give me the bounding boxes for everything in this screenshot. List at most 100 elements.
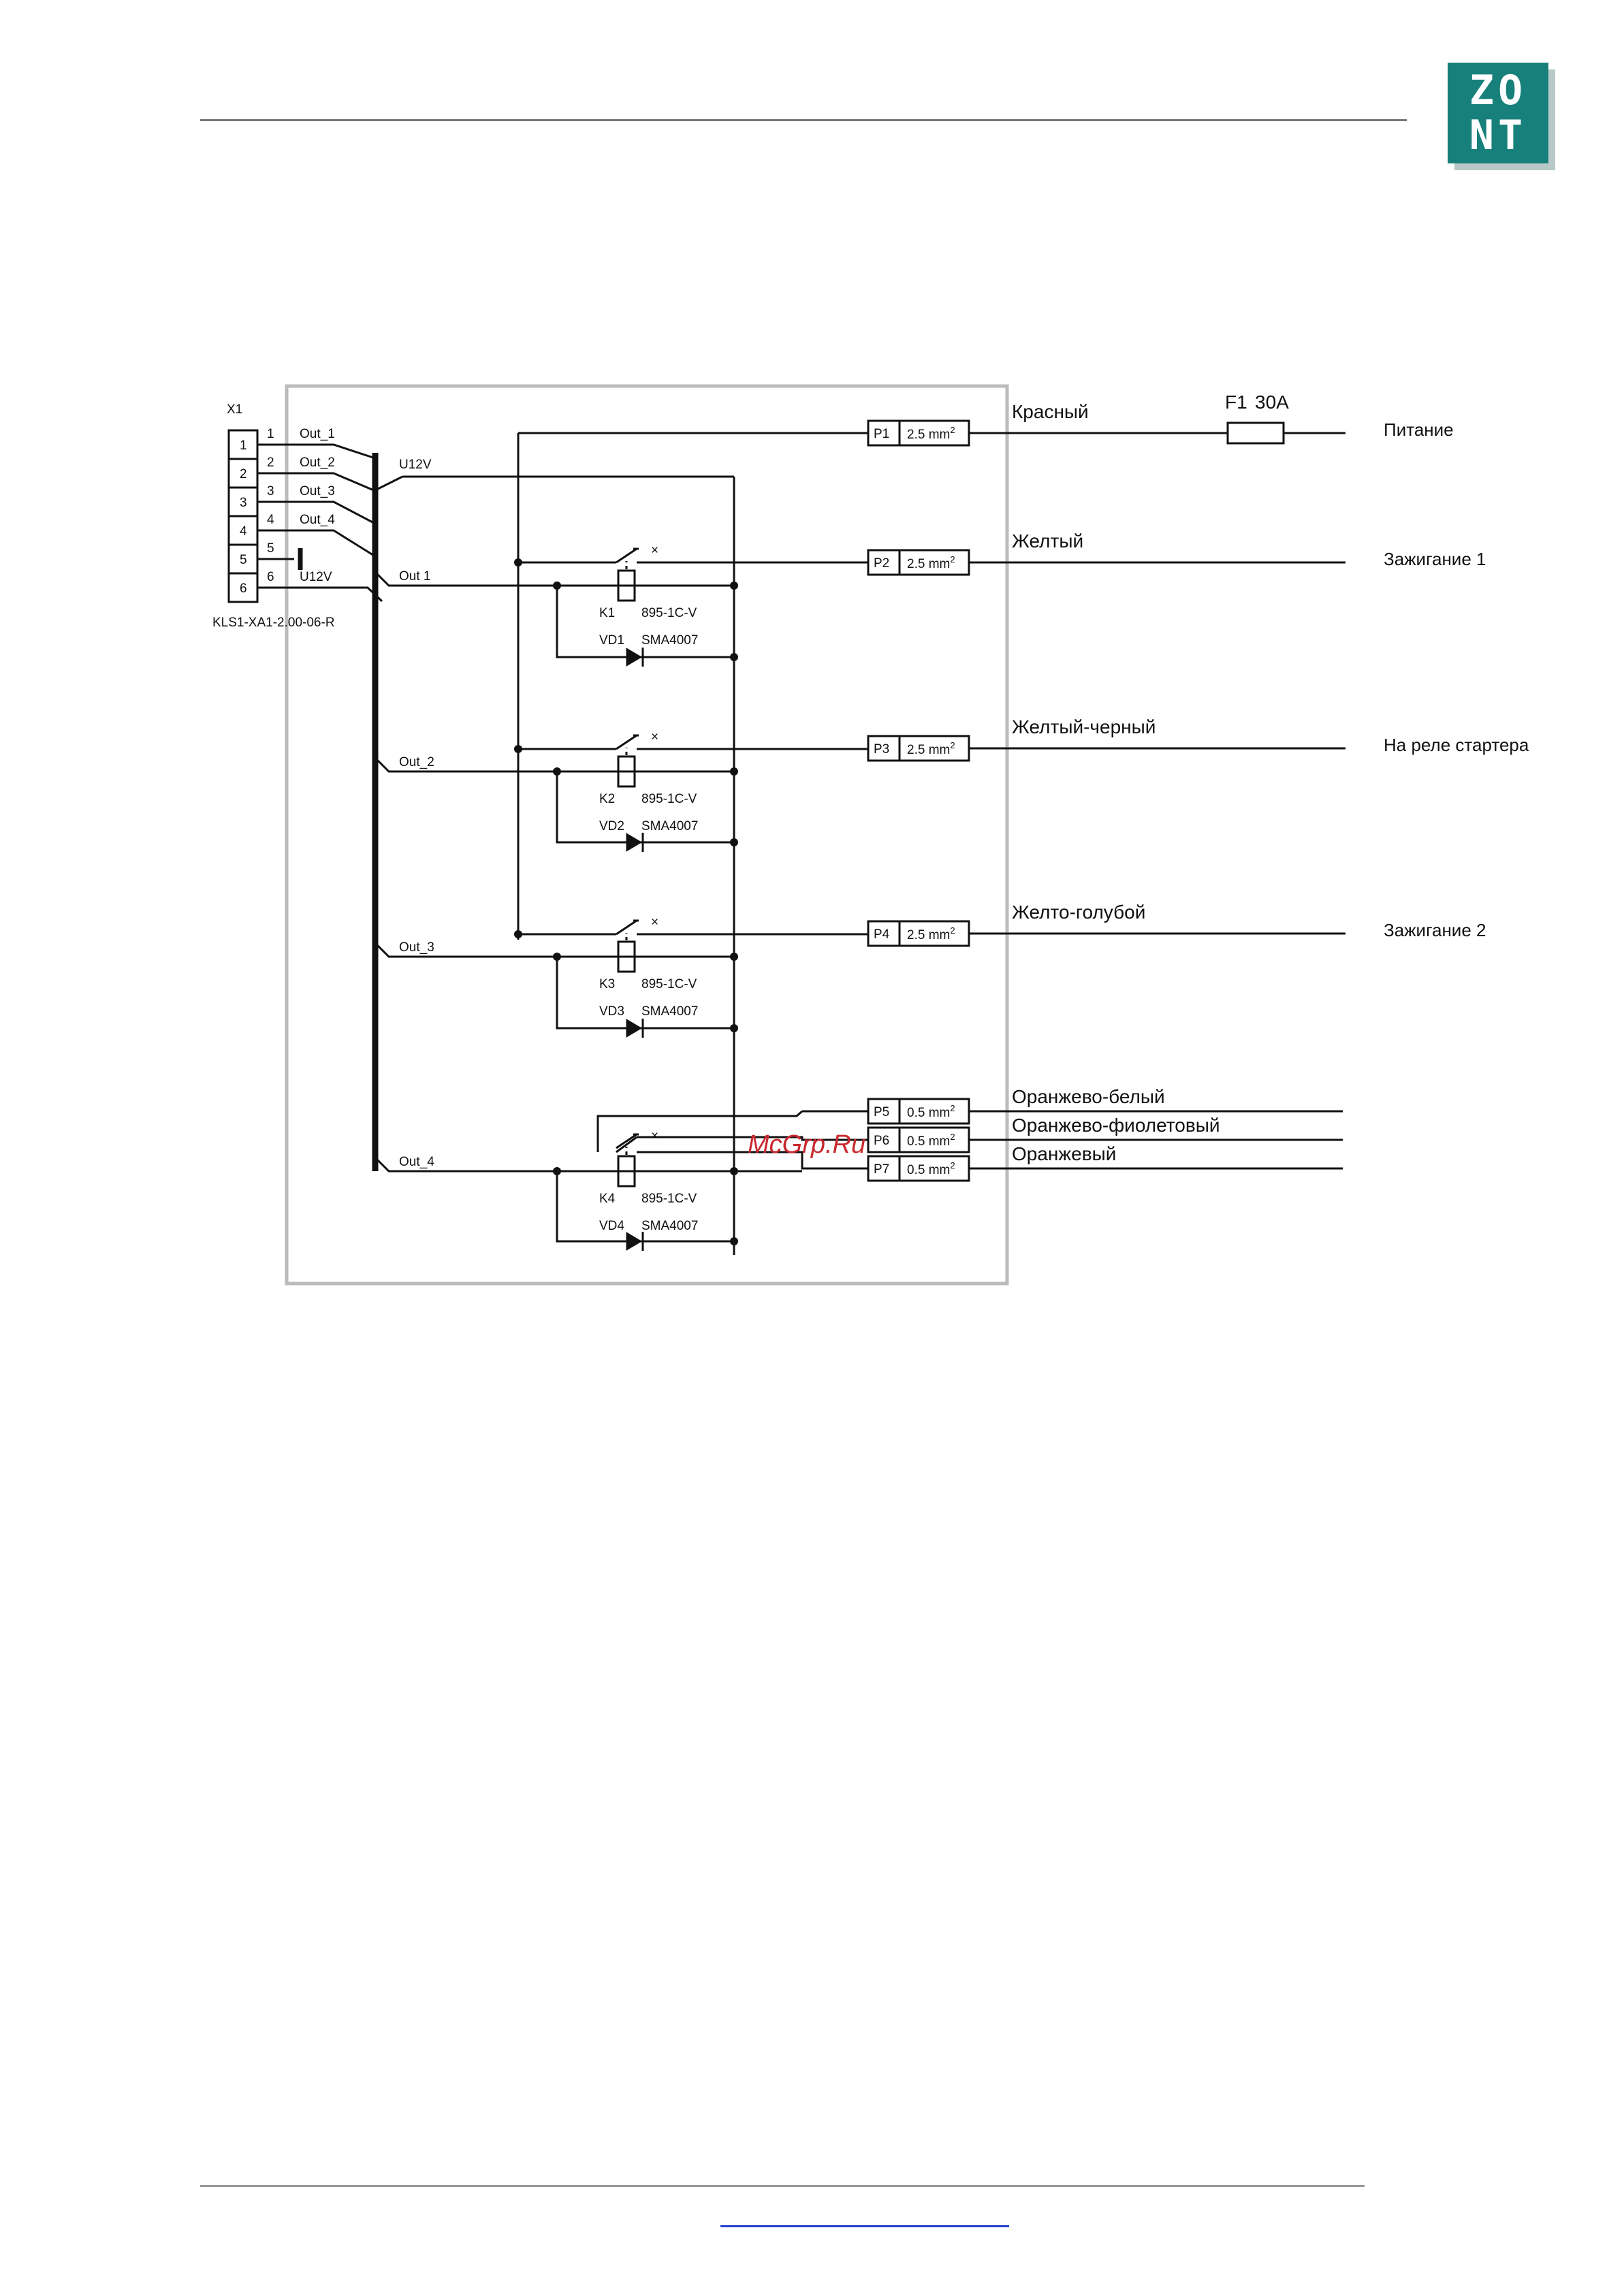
connector-bus-entry — [294, 472, 376, 492]
diode-symbol — [626, 1232, 642, 1251]
connector-net-label: Out_1 — [300, 427, 335, 441]
diode-part: SMA4007 — [641, 633, 698, 648]
relay-part: 895-1C-V — [641, 977, 697, 991]
diode-return-line — [556, 1171, 734, 1243]
k4-nc-line — [596, 1110, 803, 1152]
relay-contact-arm — [616, 919, 637, 936]
u12v-bus-entry-right — [375, 475, 403, 492]
output-pin-ref: P5 — [874, 1105, 889, 1119]
fuse-body — [1226, 421, 1285, 445]
diode-return-line — [556, 957, 734, 1030]
out-net-label: Out_4 — [399, 1155, 434, 1169]
out-net-label: Out_3 — [399, 940, 434, 955]
relay-coil — [617, 1155, 636, 1188]
diode-symbol — [626, 833, 642, 852]
relay-ref: K2 — [599, 792, 615, 806]
out-net-label: Out_2 — [399, 755, 434, 769]
output-wire-section: 2.5 mm2 — [907, 740, 955, 757]
output-pin-ref: P3 — [874, 742, 889, 756]
connector-pin-lead-number: 5 — [267, 541, 274, 556]
diode-ref: VD3 — [599, 1004, 624, 1019]
output-wire-color: Оранжевый — [1012, 1143, 1116, 1164]
section-exponent: 2 — [950, 1160, 955, 1170]
fuse-ref: F1 — [1225, 392, 1247, 413]
output-wire-color: Оранжево-фиолетовый — [1012, 1115, 1220, 1136]
footer-rule — [200, 2185, 1365, 2187]
output-pin-ref: P1 — [874, 427, 889, 441]
output-wire-section: 2.5 mm2 — [907, 554, 955, 571]
diode-part: SMA4007 — [641, 1219, 698, 1233]
connector-pin-lead-number: 6 — [267, 570, 274, 584]
relay-nc-mark: × — [651, 915, 658, 929]
output-wire-color: Желтый — [1012, 530, 1083, 552]
connector-part: KLS1-XA1-2.00-06-R — [212, 616, 335, 630]
connector-ref: X1 — [227, 402, 242, 417]
section-exponent: 2 — [950, 925, 955, 936]
output-destination: Зажигание 1 — [1384, 549, 1486, 569]
k4-common-line — [637, 1136, 868, 1141]
output-wire-section: 0.5 mm2 — [907, 1160, 955, 1177]
watermark-text: McGrp.Ru — [748, 1130, 866, 1159]
relay-part: 895-1C-V — [641, 1192, 697, 1206]
connector-pin-number: 5 — [240, 553, 247, 567]
section-exponent: 2 — [950, 1103, 955, 1113]
diode-symbol — [626, 1019, 642, 1038]
diode-ref: VD2 — [599, 819, 624, 833]
zont-logo: ZO NT — [1448, 63, 1548, 163]
output-wire-color: Оранжево-белый — [1012, 1086, 1165, 1107]
relay-coil — [617, 940, 636, 973]
fuse-rating: 30A — [1255, 392, 1289, 413]
relay-ref: K3 — [599, 977, 615, 991]
k4-contact-arm — [616, 1136, 637, 1153]
relay-contact-arm — [616, 734, 637, 750]
relay-contact-arm — [616, 547, 637, 564]
output-wire-color: Красный — [1012, 401, 1089, 422]
diode-ref: VD4 — [599, 1219, 624, 1233]
connector-pin-number: 4 — [240, 524, 247, 539]
connector-pin-lead-number: 1 — [267, 427, 274, 441]
section-exponent: 2 — [950, 554, 955, 564]
connector-net-label: U12V — [300, 570, 332, 584]
u12v-net-label: U12V — [399, 458, 432, 472]
section-exponent: 2 — [950, 740, 955, 750]
output-wire-section: 2.5 mm2 — [907, 425, 955, 442]
connector-pin-number: 2 — [240, 467, 247, 481]
u12v-bus-entry — [294, 586, 383, 603]
connector-net-label: Out_4 — [300, 513, 335, 527]
k4-no-line — [637, 1151, 868, 1170]
output-wire-section: 0.5 mm2 — [907, 1132, 955, 1149]
diode-part: SMA4007 — [641, 819, 698, 833]
diode-symbol — [626, 648, 642, 667]
module-frame — [285, 384, 1009, 1286]
output-destination: На реле стартера — [1384, 735, 1529, 755]
section-exponent: 2 — [950, 1132, 955, 1142]
output-wire-section: 0.5 mm2 — [907, 1103, 955, 1120]
output-wire-color: Желтый-черный — [1012, 716, 1156, 737]
output-pin-ref: P2 — [874, 556, 889, 571]
relay-part: 895-1C-V — [641, 606, 697, 620]
connector-pin-lead-number: 3 — [267, 484, 274, 498]
output-wire-color: Желто-голубой — [1012, 902, 1145, 923]
connector-pin-lead-number: 2 — [267, 456, 274, 470]
footer-link-underline[interactable] — [720, 2225, 1009, 2227]
relay-ref: K4 — [599, 1192, 616, 1206]
connector-bus-entry — [294, 529, 376, 558]
relay-part: 895-1C-V — [641, 792, 697, 806]
connector-net-label: Out_3 — [300, 484, 335, 498]
output-pin-ref: P4 — [874, 927, 890, 942]
section-exponent: 2 — [950, 425, 955, 435]
out-net-label: Out 1 — [399, 569, 430, 584]
output-destination: Зажигание 2 — [1384, 920, 1486, 940]
relay-nc-mark: × — [651, 730, 658, 744]
connector-pin-number: 6 — [240, 582, 247, 596]
connector-pin-number: 3 — [240, 496, 247, 510]
relay-contact-arm — [616, 1133, 637, 1149]
connector-bus-entry — [294, 500, 376, 525]
connector-net-label: Out_2 — [300, 456, 335, 470]
output-wire-section: 2.5 mm2 — [907, 925, 955, 942]
diode-return-line — [556, 586, 734, 658]
output-pin-ref: P6 — [874, 1134, 889, 1148]
connector-pin-number: 1 — [240, 439, 247, 453]
